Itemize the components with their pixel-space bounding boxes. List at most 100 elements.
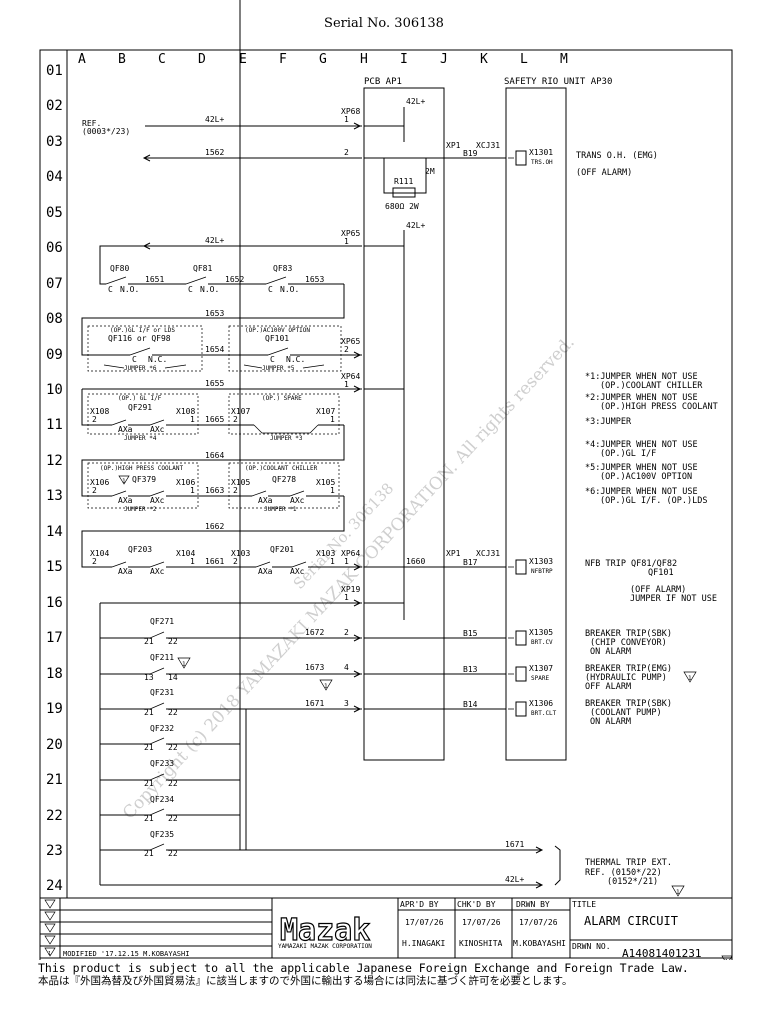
qf235: QF235 bbox=[150, 830, 174, 839]
term-b13: B13 bbox=[463, 665, 478, 674]
pin-1-k: 1 bbox=[344, 593, 349, 602]
note-thermal-1: THERMAL TRIP EXT. bbox=[585, 858, 672, 868]
x1306: X1306 bbox=[529, 699, 553, 708]
nfbtrp: NFBTRP bbox=[531, 568, 553, 575]
drawing-title: ALARM CIRCUIT bbox=[584, 914, 678, 928]
qf211-13: 13 bbox=[144, 673, 154, 682]
conn-xp19: XP19 bbox=[341, 585, 360, 594]
note-j6b: (OP.)GL I/F. (OP.)LDS bbox=[600, 496, 707, 506]
note-brk2-a: BREAKER TRIP(EMG) bbox=[585, 664, 672, 674]
wire-1651: 1651 bbox=[145, 275, 164, 284]
note-brk3-c: ON ALARM bbox=[590, 717, 631, 727]
pcb-ap1-box bbox=[363, 87, 445, 761]
jumper-3: JUMPER *3 bbox=[270, 435, 303, 442]
conn-xp1-b: XP1 bbox=[446, 549, 461, 558]
wire-1652: 1652 bbox=[225, 275, 244, 284]
trs-oh: TRS.OH bbox=[531, 159, 553, 166]
col-k: K bbox=[480, 52, 488, 67]
x103-a: X103 bbox=[231, 549, 250, 558]
row-22: 22 bbox=[46, 808, 63, 824]
qf278-axa: AXa bbox=[258, 496, 273, 505]
col-l: L bbox=[520, 52, 528, 67]
qf211: QF211 bbox=[150, 653, 174, 662]
x107-b: X107 bbox=[316, 407, 335, 416]
row-14: 14 bbox=[46, 524, 63, 540]
wire-42l-d: 42L+ bbox=[406, 221, 425, 230]
spare: SPARE bbox=[531, 675, 549, 682]
name-1: H.INAGAKI bbox=[402, 939, 446, 948]
note-brk1-c: ON ALARM bbox=[590, 647, 631, 657]
wire-1661: 1661 bbox=[205, 557, 224, 566]
company-name: YAMAZAKI MAZAK CORPORATION bbox=[278, 943, 372, 950]
triangle-1-b: 1 bbox=[182, 661, 186, 668]
drawing-number: A14081401231 bbox=[622, 947, 701, 960]
row-04: 04 bbox=[46, 169, 63, 185]
qf80: QF80 bbox=[110, 264, 129, 273]
pin-2-d: 2 bbox=[233, 415, 238, 424]
wire-42l-a: 42L+ bbox=[205, 115, 224, 124]
wire-1662: 1662 bbox=[205, 522, 224, 531]
conn-xp1-a: XP1 bbox=[446, 141, 461, 150]
r111: R111 bbox=[394, 177, 413, 186]
opt-spare: (OP.) SPARE bbox=[262, 395, 302, 402]
export-notice: This product is subject to all the appli… bbox=[38, 962, 766, 988]
x104-a: X104 bbox=[90, 549, 109, 558]
jumper-4: JUMPER *4 bbox=[124, 435, 157, 442]
qf233: QF233 bbox=[150, 759, 174, 768]
qf83: QF83 bbox=[273, 264, 292, 273]
pin-1-c: 1 bbox=[344, 380, 349, 389]
qf234-21: 21 bbox=[144, 814, 154, 823]
conn-xp68: XP68 bbox=[341, 107, 360, 116]
export-notice-en: This product is subject to all the appli… bbox=[38, 961, 689, 975]
qf234: QF234 bbox=[150, 795, 174, 804]
mazak-logo: Mazak bbox=[280, 913, 370, 948]
pin-1-b: 1 bbox=[344, 237, 349, 246]
qf101-nc: N.C. bbox=[286, 355, 305, 364]
qf235-21: 21 bbox=[144, 849, 154, 858]
qf234-22: 22 bbox=[168, 814, 178, 823]
pin-2-e: 2 bbox=[92, 486, 97, 495]
col-g: G bbox=[319, 52, 327, 67]
pin-1-f: 1 bbox=[190, 486, 195, 495]
alarm-circuit-diagram: Copyright (c) 2018 YAMAZAKI MAZAK CORPOR… bbox=[39, 0, 733, 960]
wire-1562: 1562 bbox=[205, 148, 224, 157]
row-11: 11 bbox=[46, 417, 63, 433]
wire-1665: 1665 bbox=[205, 415, 224, 424]
qf203: QF203 bbox=[128, 545, 152, 554]
pin-3: 3 bbox=[344, 699, 349, 708]
serial-number: Serial No. 306138 bbox=[324, 16, 444, 31]
col-j: J bbox=[440, 52, 448, 67]
qf278-axc: AXc bbox=[290, 496, 305, 505]
note-j2b: (OP.)HIGH PRESS COOLANT bbox=[600, 402, 718, 412]
note-trans-1: TRANS O.H. (EMG) bbox=[576, 151, 658, 161]
wire-1663: 1663 bbox=[205, 486, 224, 495]
qf379-axc: AXc bbox=[150, 496, 165, 505]
note-j3a: *3:JUMPER bbox=[585, 417, 632, 427]
name-2: KINOSHITA bbox=[459, 939, 503, 948]
wire-1653-b: 1653 bbox=[205, 309, 224, 318]
row-08: 08 bbox=[46, 311, 63, 327]
note-thermal-2: REF. (0150*/22) bbox=[585, 868, 662, 878]
opt-gl-lds: (OP.)GL I/F or LDS bbox=[110, 327, 175, 334]
pin-1-e: 1 bbox=[330, 415, 335, 424]
qf231-22: 22 bbox=[168, 708, 178, 717]
note-j1b: (OP.)COOLANT CHILLER bbox=[600, 381, 703, 391]
qf231-21: 21 bbox=[144, 708, 154, 717]
row-07: 07 bbox=[46, 276, 63, 292]
qf291: QF291 bbox=[128, 403, 152, 412]
pin-2-b: 2 bbox=[344, 345, 349, 354]
row-03: 03 bbox=[46, 134, 63, 150]
qf379-axa: AXa bbox=[118, 496, 133, 505]
note-j5b: (OP.)AC100V OPTION bbox=[600, 472, 692, 482]
qf203-axc: AXc bbox=[150, 567, 165, 576]
col-c: C bbox=[158, 52, 166, 67]
x108-a: X108 bbox=[90, 407, 109, 416]
qf379: QF379 bbox=[132, 475, 156, 484]
wire-42l-c: 42L+ bbox=[205, 236, 224, 245]
jumper-6: JUMPER *6 bbox=[124, 365, 157, 372]
ref-left-1: REF. bbox=[82, 119, 101, 128]
col-m: M bbox=[560, 52, 568, 67]
wire-1672: 1672 bbox=[305, 628, 324, 637]
conn-xp65-a: XP65 bbox=[341, 229, 360, 238]
note-nfb-2: QF101 bbox=[648, 568, 674, 578]
